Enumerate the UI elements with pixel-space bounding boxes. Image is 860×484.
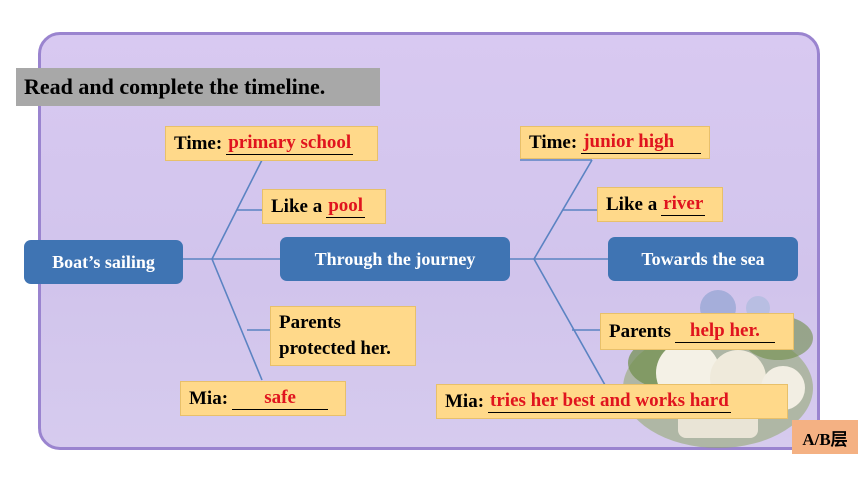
left-time-label: Time:	[174, 132, 223, 154]
instruction-heading: Read and complete the timeline.	[16, 68, 380, 106]
left-parents-box: Parents protected her.	[270, 306, 416, 366]
right-like-answer: river	[661, 193, 706, 216]
left-time-box: Time: primary school	[165, 126, 378, 161]
right-time-label: Time:	[529, 131, 578, 153]
left-like-answer: pool	[326, 195, 366, 218]
left-like-label: Like a	[271, 195, 323, 217]
right-time-answer: junior high	[581, 131, 702, 154]
left-parents-line2: protected her.	[279, 338, 391, 359]
right-time-box: Time: junior high	[520, 126, 710, 159]
node-through-the-journey: Through the journey	[280, 237, 510, 281]
left-parents-line1: Parents	[279, 312, 341, 333]
node-boats-sailing: Boat’s sailing	[24, 240, 183, 284]
right-like-label: Like a	[606, 193, 658, 215]
left-mia-answer: safe	[232, 387, 329, 410]
right-mia-label: Mia:	[445, 390, 485, 412]
right-mia-answer: tries her best and works hard	[488, 390, 731, 413]
right-mia-box: Mia: tries her best and works hard	[436, 384, 788, 419]
node-towards-the-sea: Towards the sea	[608, 237, 798, 281]
right-parents-box: Parents help her.	[600, 313, 794, 350]
right-parents-answer: help her.	[674, 320, 775, 343]
left-mia-label: Mia:	[189, 387, 229, 409]
left-time-answer: primary school	[226, 132, 354, 155]
right-like-box: Like a river	[597, 187, 723, 222]
left-like-box: Like a pool	[262, 189, 386, 224]
left-mia-box: Mia: safe	[180, 381, 346, 416]
level-tag: A/B层	[792, 420, 858, 454]
right-parents-label: Parents	[609, 320, 671, 342]
